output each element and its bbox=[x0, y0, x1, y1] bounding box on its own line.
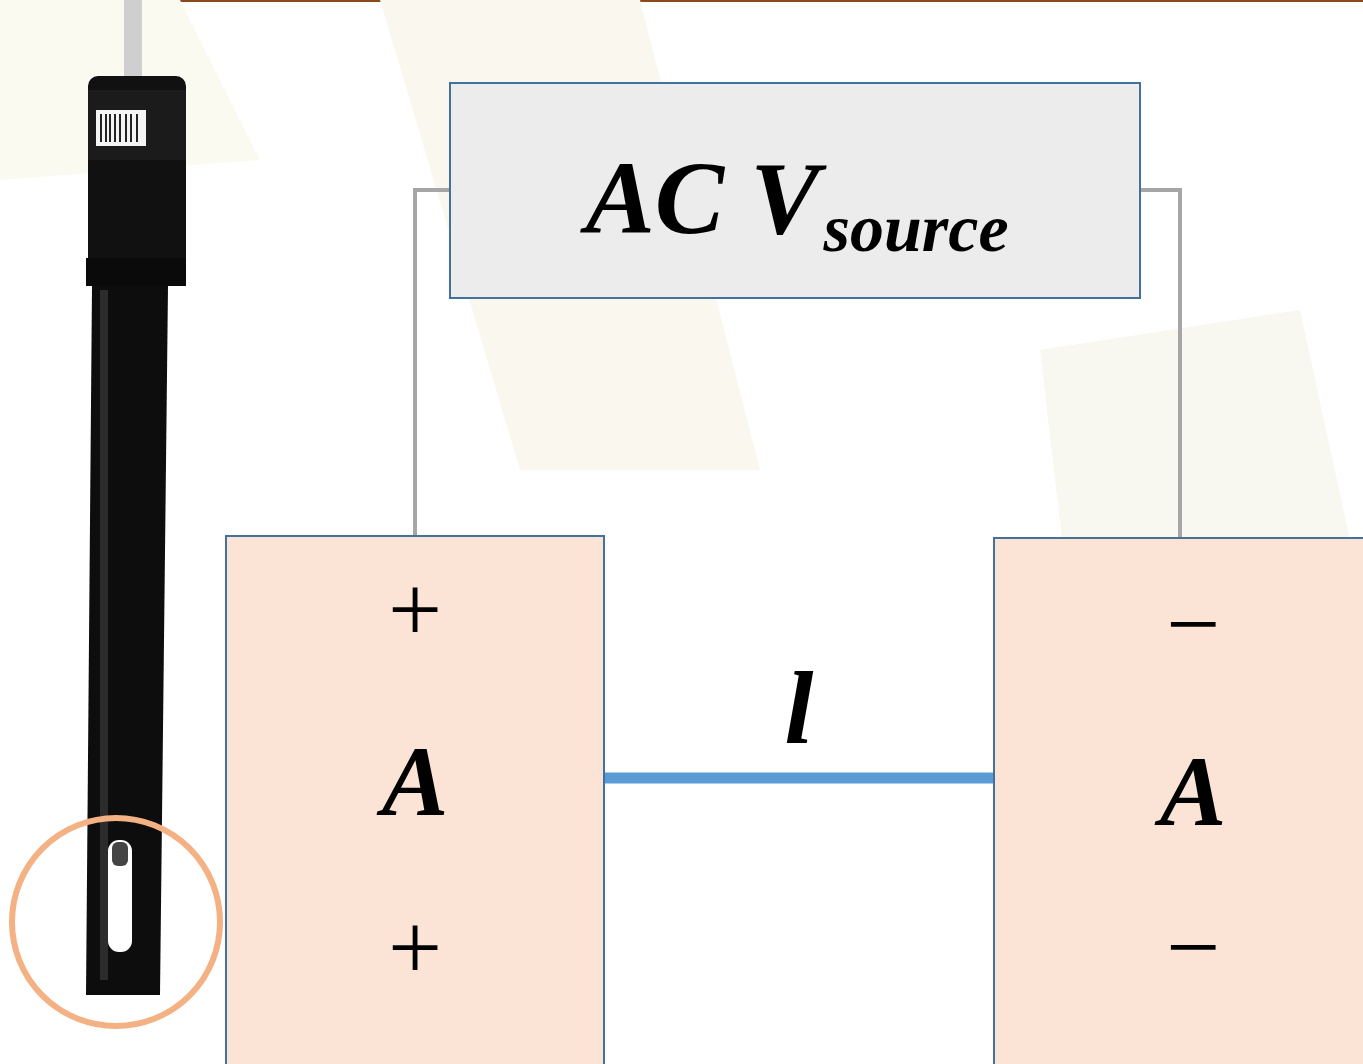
charge-sign: + bbox=[227, 887, 603, 1007]
charge-sign: − bbox=[995, 887, 1363, 1007]
area-label: A bbox=[227, 722, 603, 842]
charge-sign: + bbox=[227, 549, 603, 669]
area-label: A bbox=[995, 732, 1363, 852]
source-subscript: source bbox=[824, 194, 1009, 262]
electrode-plate: + A + bbox=[225, 535, 605, 1064]
wire bbox=[1141, 190, 1180, 537]
electrode-plate: − A − bbox=[993, 537, 1363, 1064]
charge-sign: − bbox=[995, 564, 1363, 684]
watermark-shape bbox=[0, 0, 260, 180]
wire bbox=[415, 190, 449, 535]
conductivity-probe bbox=[86, 0, 186, 995]
separation-line bbox=[605, 773, 993, 784]
source-label: AC V bbox=[585, 146, 819, 250]
voltage-source-box: AC Vsource bbox=[449, 82, 1141, 299]
highlight-circle bbox=[12, 818, 220, 1026]
top-rule bbox=[0, 0, 1363, 2]
length-label: l bbox=[785, 656, 814, 760]
